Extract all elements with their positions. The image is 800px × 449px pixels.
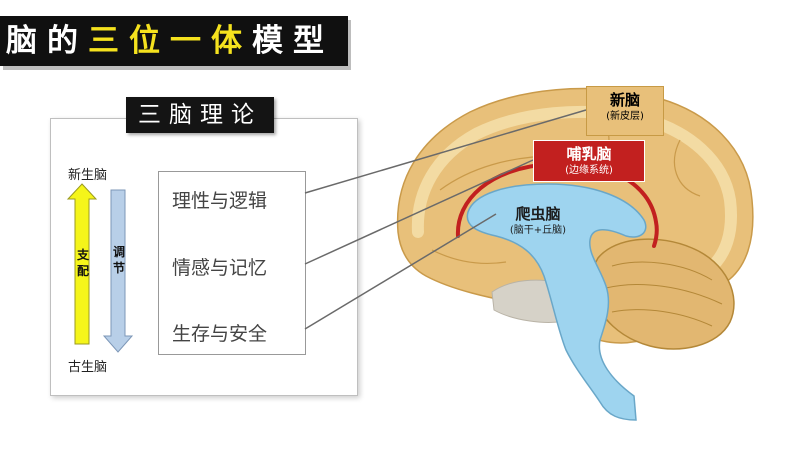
bottom-label: 古生脑	[68, 360, 108, 375]
connector-limbic	[304, 159, 534, 265]
cortex-name: 新脑	[609, 91, 640, 109]
cortex-tag: 新脑 (新皮层)	[586, 86, 664, 136]
cortex-gyrus-3	[673, 139, 701, 197]
limbic-name: 哺乳脑	[566, 145, 612, 163]
connector-reptile	[304, 213, 497, 330]
reptile-brain-region	[466, 183, 647, 421]
cerebellum-fold-2	[605, 284, 723, 305]
cerebellum-fold-1	[611, 261, 713, 281]
function-2: 情感与记忆	[172, 257, 268, 279]
cortex-gyrus-4	[431, 249, 507, 265]
down-arrow	[102, 189, 134, 353]
title-part-2: 三位一体	[88, 23, 252, 59]
panel-header: 三脑理论	[126, 97, 274, 133]
limbic-sub: (边缘系统)	[565, 165, 613, 176]
title-part-3: 模型	[252, 23, 334, 59]
reptile-sub: (脑干+丘脑)	[509, 225, 567, 236]
limbic-tag: 哺乳脑 (边缘系统)	[533, 140, 645, 182]
down-arrow-label: 调节	[112, 245, 125, 275]
up-arrow	[66, 183, 98, 345]
function-3: 生存与安全	[172, 323, 268, 345]
reptile-name: 爬虫脑	[515, 205, 561, 223]
up-arrow-label: 支配	[76, 248, 89, 278]
top-label: 新生脑	[68, 168, 108, 183]
title-bar	[0, 16, 348, 66]
title-part-1: 脑的	[6, 23, 88, 59]
page-title: 脑的三位一体模型	[6, 20, 334, 62]
connector-cortex	[304, 109, 587, 194]
reptile-tag: 爬虫脑 (脑干+丘脑)	[496, 204, 580, 238]
function-1: 理性与逻辑	[172, 190, 268, 212]
cortex-sub: (新皮层)	[606, 111, 644, 122]
brain-illustration	[396, 87, 754, 421]
cerebellum-fold-3	[611, 309, 713, 327]
functions-box	[158, 171, 306, 355]
